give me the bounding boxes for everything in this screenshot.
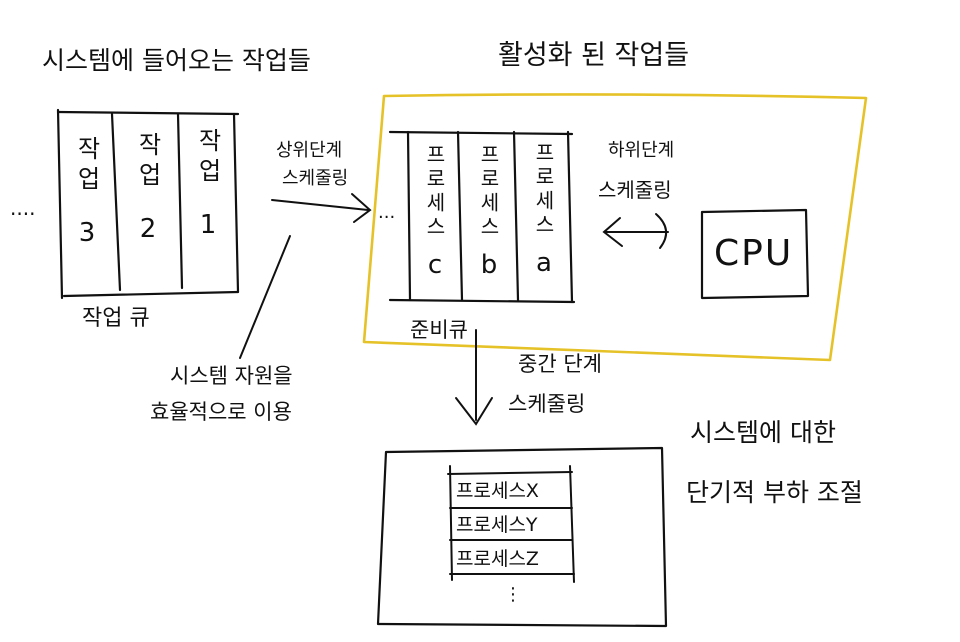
job-queue-ellipsis: .... bbox=[10, 196, 36, 220]
job-column-word: 작업 bbox=[133, 132, 162, 192]
title-active-jobs: 활성화 된 작업들 bbox=[498, 40, 690, 71]
ready-queue-right-edge bbox=[566, 130, 574, 304]
ready-queue-divider-2 bbox=[512, 130, 520, 302]
suspended-process-y: 프로세스Y bbox=[456, 514, 538, 536]
job-queue-left-edge bbox=[56, 108, 64, 300]
job-queue-divider-1 bbox=[110, 112, 122, 292]
ready-queue-divider-1 bbox=[456, 130, 464, 302]
suspended-area-box bbox=[376, 446, 668, 628]
process-column-id: a bbox=[536, 248, 552, 278]
short-term-arrow bbox=[602, 213, 669, 249]
job-column-number: 3 bbox=[78, 218, 96, 248]
job-queue-bottom-edge bbox=[62, 290, 240, 298]
job-column-number: 2 bbox=[139, 214, 157, 244]
mid-term-arrow bbox=[455, 329, 493, 426]
suspended-process-z: 프로세스Z bbox=[456, 548, 539, 570]
ready-queue-label: 준비큐 bbox=[410, 318, 468, 342]
job-column-2: 작업 2 bbox=[122, 132, 174, 244]
process-column-a: 프로세스 a bbox=[520, 142, 568, 278]
ready-queue-ellipsis: ... bbox=[378, 202, 396, 223]
job-column-3: 작업 3 bbox=[64, 136, 110, 248]
long-term-note-line1: 시스템 자원을 bbox=[170, 364, 293, 388]
process-column-id: b bbox=[480, 250, 498, 280]
suspended-ellipsis: ⋮ bbox=[504, 584, 522, 605]
process-column-id: c bbox=[427, 250, 443, 280]
process-column-word: 프로세스 bbox=[531, 142, 556, 238]
ready-queue-divider-0 bbox=[406, 130, 412, 302]
long-term-note-line2: 효율적으로 이용 bbox=[150, 400, 292, 424]
mid-term-note-line1: 시스템에 대한 bbox=[690, 418, 836, 447]
ready-queue-top-edge bbox=[388, 130, 574, 136]
process-column-word: 프로세스 bbox=[476, 144, 501, 240]
ready-queue-bottom-edge bbox=[388, 298, 576, 304]
job-queue-right-edge bbox=[232, 112, 240, 294]
job-column-number: 1 bbox=[199, 210, 217, 240]
short-term-label-line1: 하위단계 bbox=[608, 140, 675, 161]
job-column-1: 작업 1 bbox=[184, 128, 232, 240]
cpu-label: CPU bbox=[714, 233, 794, 274]
suspended-process-x: 프로세스X bbox=[456, 480, 539, 502]
job-column-word: 작업 bbox=[72, 136, 101, 196]
process-column-b: 프로세스 b bbox=[464, 144, 514, 280]
title-jobs-in-system: 시스템에 들어오는 작업들 bbox=[42, 46, 311, 75]
long-term-label-line1: 상위단계 bbox=[276, 140, 343, 161]
suspended-process-list bbox=[447, 465, 575, 583]
mid-term-note-line2: 단기적 부하 조절 bbox=[686, 478, 863, 507]
mid-term-label-line1: 중간 단계 bbox=[518, 352, 602, 376]
job-queue-top-edge bbox=[56, 110, 240, 116]
active-jobs-highlight-box bbox=[362, 93, 868, 362]
long-term-arrow bbox=[271, 193, 372, 223]
job-column-word: 작업 bbox=[193, 128, 222, 188]
process-column-word: 프로세스 bbox=[422, 144, 447, 240]
ready-queue-box bbox=[388, 130, 576, 304]
short-term-label-line2: 스케줄링 bbox=[598, 178, 672, 202]
mid-term-label-line2: 스케줄링 bbox=[508, 392, 586, 416]
long-term-note-connector bbox=[239, 235, 291, 359]
long-term-label-line2: 스케줄링 bbox=[282, 168, 349, 189]
job-queue-divider-2 bbox=[176, 112, 184, 290]
job-queue-box bbox=[56, 108, 240, 300]
cpu-box bbox=[700, 208, 810, 300]
job-queue-label: 작업 큐 bbox=[82, 306, 150, 331]
process-column-c: 프로세스 c bbox=[412, 144, 458, 280]
